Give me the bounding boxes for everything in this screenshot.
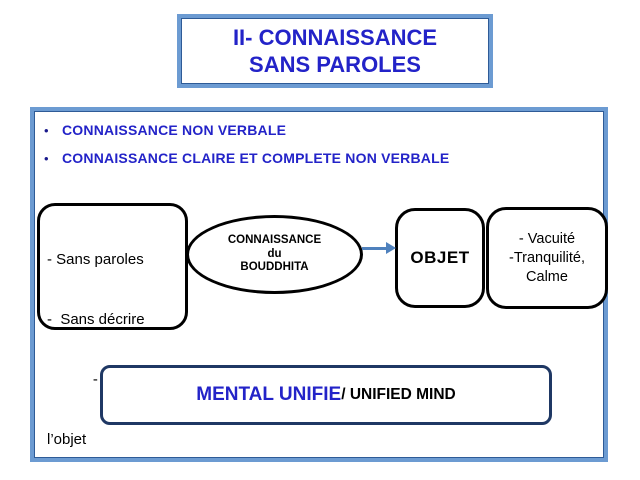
- unified-mind-label: / UNIFIED MIND: [341, 386, 456, 403]
- list-item: • CONNAISSANCE CLAIRE ET COMPLETE NON VE…: [44, 150, 449, 178]
- mental-unifie-label: MENTAL UNIFIE: [196, 384, 342, 405]
- bullet-icon: •: [44, 123, 49, 138]
- title-line-2: SANS PAROLES: [249, 52, 421, 77]
- title-box: II- CONNAISSANCE SANS PAROLES: [177, 14, 493, 88]
- ellipse-line: du: [267, 247, 282, 260]
- bullet-text: CONNAISSANCE NON VERBALE: [62, 122, 287, 138]
- ellipse-line: BOUDDHITA: [240, 261, 309, 274]
- right-box-line: -Tranquilité,: [508, 249, 586, 266]
- bullet-list: • CONNAISSANCE NON VERBALE • CONNAISSANC…: [44, 122, 449, 178]
- right-box-line: - Vacuité: [518, 230, 576, 247]
- ellipse-line: CONNAISSANCE: [227, 234, 322, 247]
- vacuite-box: - Vacuité -Tranquilité, Calme: [486, 207, 608, 309]
- right-box-line: Calme: [526, 268, 568, 285]
- left-box-line: - Sans décrire: [47, 311, 145, 328]
- left-box-line: - Sans paroles: [47, 251, 144, 268]
- mental-unifie-box: MENTAL UNIFIE / UNIFIED MIND: [100, 365, 552, 425]
- without-words-box: - Sans paroles - Sans décrire - l’objet …: [37, 203, 188, 448]
- bullet-text: CONNAISSANCE CLAIRE ET COMPLETE NON VERB…: [62, 150, 450, 166]
- objet-box: OBJET: [395, 208, 485, 308]
- bullet-icon: •: [44, 151, 49, 166]
- title-line-1: II- CONNAISSANCE: [232, 25, 438, 50]
- right-arrow-icon: [362, 242, 396, 255]
- objet-label: OBJET: [410, 248, 470, 267]
- left-box-line: -: [47, 371, 98, 388]
- connaissance-ellipse: CONNAISSANCE du BOUDDHITA: [186, 215, 363, 294]
- left-box-line: l’objet: [47, 431, 87, 448]
- arrow-shaft: [362, 247, 387, 250]
- list-item: • CONNAISSANCE NON VERBALE: [44, 122, 449, 150]
- arrow-head: [386, 242, 396, 254]
